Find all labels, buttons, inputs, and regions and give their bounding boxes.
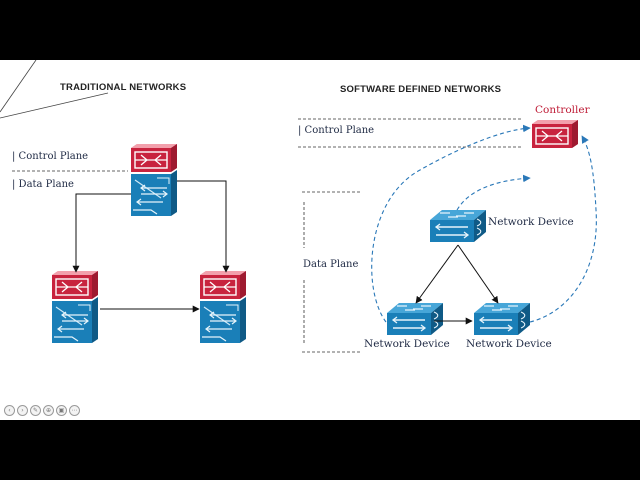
sdn-device-top: [429, 209, 487, 243]
controller-label: Controller: [535, 104, 590, 116]
switch-icon: [199, 296, 247, 344]
sdn-control-plane-label: | Control Plane: [298, 125, 375, 136]
controller-icon: [531, 119, 579, 149]
sdn-device-label-right: Network Device: [466, 338, 552, 350]
slide: TRADITIONAL NETWORKS SOFTWARE DEFINED NE…: [0, 60, 640, 420]
slideshow-controls: ‹ › ✎ ⊕ ▣ ⋯: [0, 403, 80, 417]
router-icon: [51, 270, 99, 300]
sdn-device-label-top: Network Device: [488, 216, 574, 228]
traditional-links: [72, 180, 230, 313]
sdn-data-links: [415, 244, 499, 325]
traditional-device-left: [51, 270, 99, 344]
sdn-device-label-left: Network Device: [364, 338, 450, 350]
sdn-title: SOFTWARE DEFINED NETWORKS: [340, 84, 502, 95]
sdn-control-links: [371, 124, 597, 323]
layer3-switch-icon: [386, 302, 444, 336]
sdn-device-left: [386, 302, 444, 336]
router-icon: [130, 143, 178, 173]
traditional-device-top: [130, 143, 178, 217]
sdn-data-plane-label: Data Plane: [303, 259, 359, 270]
layer3-switch-icon: [473, 302, 531, 336]
switch-icon: [51, 296, 99, 344]
pen-icon[interactable]: ✎: [30, 404, 41, 416]
traditional-data-plane-label: | Data Plane: [12, 179, 74, 190]
traditional-title: TRADITIONAL NETWORKS: [60, 82, 187, 93]
sdn-device-right: [473, 302, 531, 336]
corner-decoration: [0, 60, 109, 119]
router-icon: [199, 270, 247, 300]
sdn-plane-markers: [298, 118, 522, 353]
layer3-switch-icon: [429, 209, 487, 243]
prev-icon[interactable]: ‹: [4, 404, 15, 416]
traditional-control-plane-label: | Control Plane: [12, 151, 89, 162]
more-icon[interactable]: ⋯: [69, 404, 80, 416]
diagram-canvas: [0, 60, 597, 353]
next-icon[interactable]: ›: [17, 404, 28, 416]
switch-icon: [130, 169, 178, 217]
slides-icon[interactable]: ▣: [56, 404, 67, 416]
traditional-device-right: [199, 270, 247, 344]
zoom-icon[interactable]: ⊕: [43, 404, 54, 416]
